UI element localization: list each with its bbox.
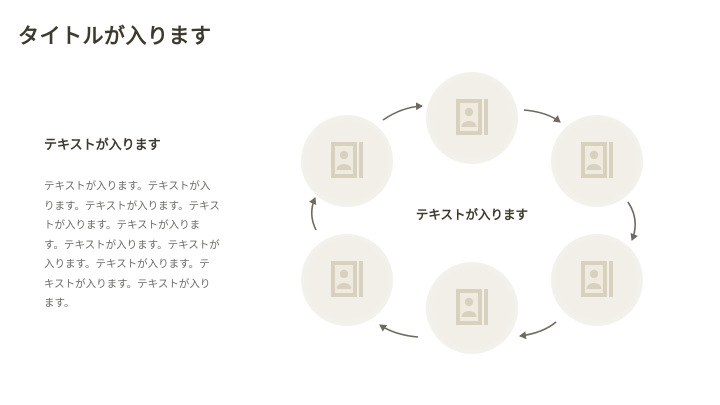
contact-book-icon: [581, 261, 613, 297]
arrow-2: [523, 109, 561, 123]
cycle-center-label: テキストが入ります: [415, 207, 529, 222]
contact-book-icon: [456, 289, 488, 325]
slide-title: タイトルが入ります: [18, 24, 212, 48]
contact-book-icon: [456, 99, 488, 135]
cycle-node-5: [301, 234, 393, 326]
contact-book-icon: [581, 142, 613, 178]
cycle-node-2: [551, 115, 643, 207]
arrow-5: [379, 324, 419, 338]
arrow-4: [519, 321, 557, 340]
cycle-node-4: [426, 262, 518, 354]
arrow-1: [382, 102, 423, 121]
side-body-text: テキストが入ります。テキストが入ります。テキストが入ります。テキストが入ります。…: [44, 180, 220, 309]
contact-book-icon: [331, 142, 363, 178]
cycle-node-6: [301, 115, 393, 207]
side-heading: テキストが入ります: [44, 138, 161, 153]
cycle-node-1: [426, 72, 518, 164]
cycle-node-3: [551, 234, 643, 326]
contact-book-icon: [331, 261, 363, 297]
arrow-3: [627, 201, 638, 241]
arrow-6: [308, 197, 317, 231]
